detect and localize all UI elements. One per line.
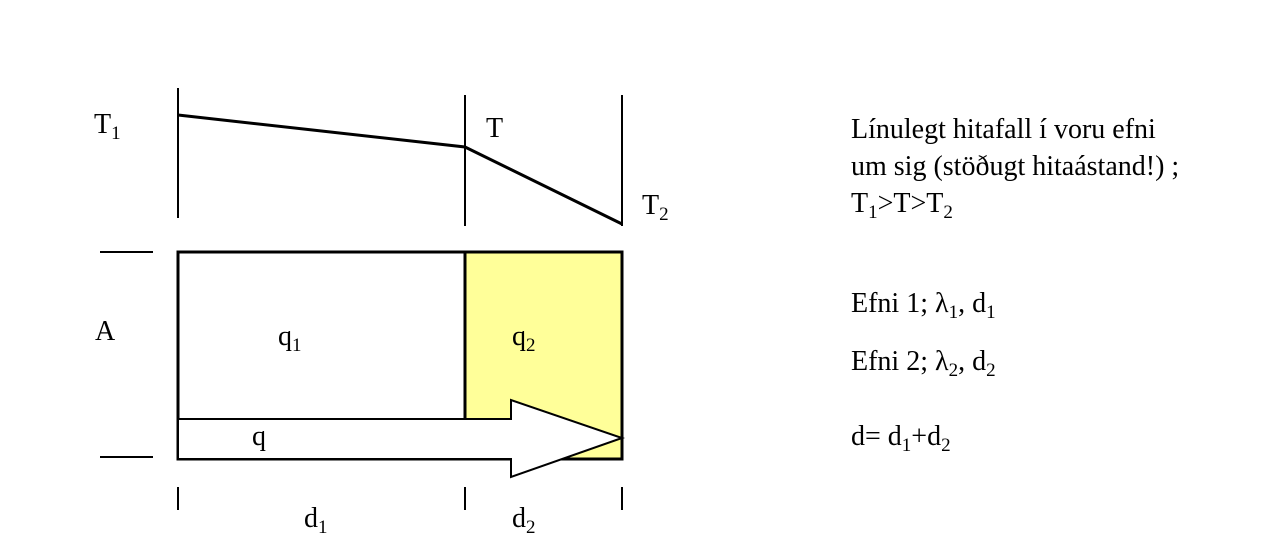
description: Línulegt hitafall í voru efni um sig (st… xyxy=(851,114,1179,456)
total-thickness-formula: d= d1+d2 xyxy=(851,421,951,456)
temperature-line xyxy=(177,113,623,226)
material-2-description: Efni 2; λ2, d2 xyxy=(851,346,996,381)
t1-label: T1 xyxy=(94,109,121,144)
material-1-description: Efni 1; λ1, d1 xyxy=(851,288,996,323)
t-label: T xyxy=(486,113,503,144)
q-label: q xyxy=(252,421,266,452)
heat-flux-arrow xyxy=(177,398,626,479)
temperature-profile xyxy=(177,88,623,226)
description-line-1: Línulegt hitafall í voru efni xyxy=(851,114,1156,145)
description-line-3: T1>T>T2 xyxy=(851,188,953,223)
q2-label: q2 xyxy=(512,321,536,356)
d2-label: d2 xyxy=(512,503,536,538)
d1-label: d1 xyxy=(304,503,328,538)
area-label: A xyxy=(95,316,116,347)
t2-label: T2 xyxy=(642,190,669,225)
q1-label: q1 xyxy=(278,321,302,356)
description-line-2: um sig (stöðugt hitaástand!) ; xyxy=(851,151,1179,182)
